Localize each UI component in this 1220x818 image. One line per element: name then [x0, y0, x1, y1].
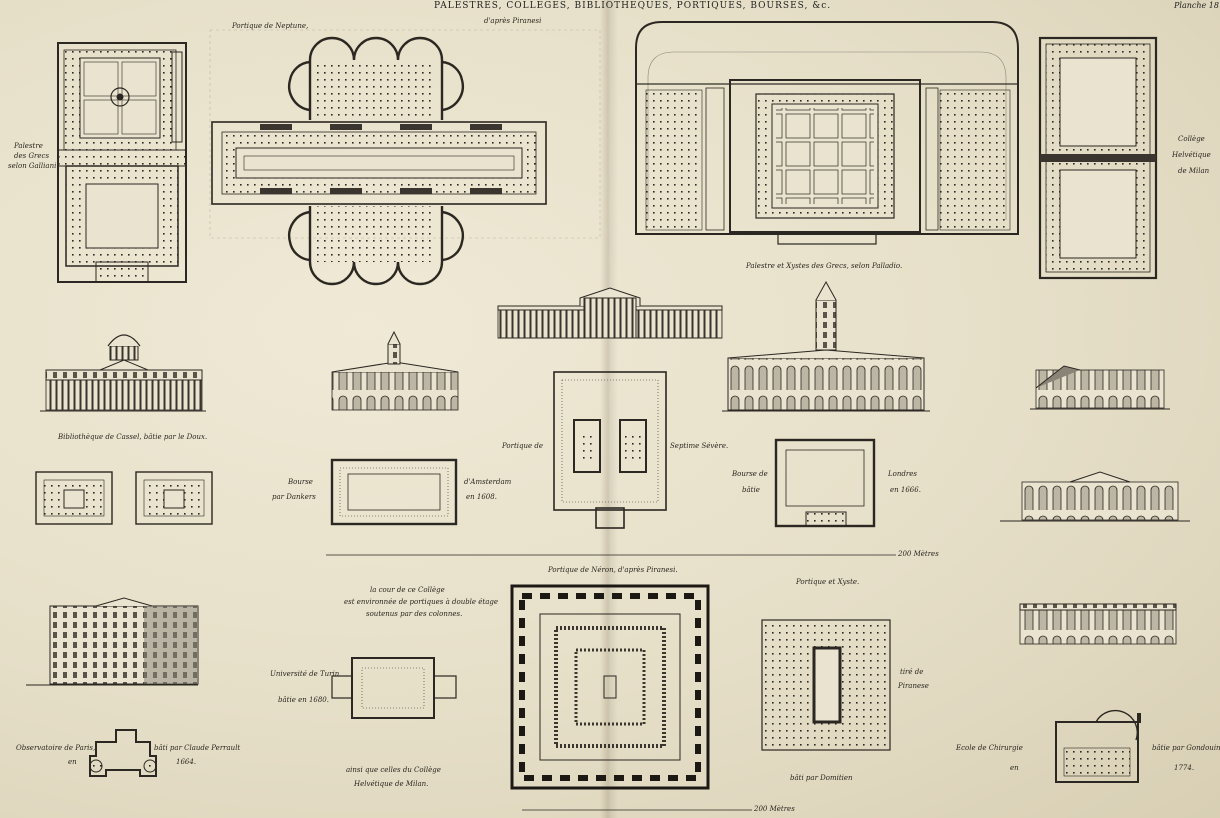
label-bourse-londres-2: bâtie — [742, 486, 760, 494]
label-college-helvetique-1: Collège — [1178, 135, 1205, 143]
elevation-right-lower — [1019, 603, 1177, 645]
label-bourse-londres-4: en 1666. — [890, 486, 921, 494]
elevation-hall-tower-left — [331, 330, 459, 411]
plan-palestre-palladio — [635, 21, 1019, 245]
plan-small-pair — [35, 471, 213, 525]
label-bourse-amsterdam-4: en 1608. — [466, 493, 497, 501]
label-chirurgie-1: Ecole de Chirurgie — [956, 744, 1023, 752]
plan-college-helvetique — [1038, 36, 1158, 280]
label-domitien: bâti par Domitien — [790, 774, 853, 782]
label-scale-top: 200 Mètres — [898, 550, 939, 558]
elevation-right-middle — [1000, 471, 1190, 522]
label-college-helvetique-3: de Milan — [1178, 167, 1210, 175]
elevation-portico-centre — [497, 287, 723, 339]
label-palestre-grecs-3: selon Galliani — [8, 162, 57, 170]
plan-palestre-galliani — [57, 42, 187, 283]
label-turin-1: Université de Turin — [270, 670, 340, 678]
label-milan-2: Helvétique de Milan. — [354, 780, 429, 788]
label-cour-2: est environnée de portiques à double éta… — [344, 598, 499, 606]
elevation-bibliotheque-cassel — [40, 334, 206, 412]
label-cour-1: la cour de ce Collège — [370, 586, 445, 594]
label-bourse-amsterdam-2: par Dankers — [272, 493, 316, 501]
label-observatoire-2: bâti par Claude Perrault — [154, 744, 241, 752]
label-piranese-1: tiré de — [900, 668, 924, 676]
label-septime-severe-2: Septime Sévère. — [670, 442, 729, 450]
label-palestre-palladio: Palestre et Xystes des Grecs, selon Pall… — [746, 262, 903, 270]
plan-septime-severe — [553, 371, 667, 529]
label-cour-3: soutenus par des colonnes. — [366, 610, 463, 618]
label-palestre-grecs-1: Palestre — [14, 142, 43, 150]
plan-portique-xyste — [761, 619, 891, 751]
plan-bourse-amsterdam — [330, 458, 458, 526]
label-piranese-2: Piranese — [898, 682, 929, 690]
plan-portique-neptune — [209, 29, 601, 286]
label-portique-xyste: Portique et Xyste. — [796, 578, 860, 586]
elevation-bourse-londres — [722, 280, 930, 412]
label-palestre-grecs-2: des Grecs — [14, 152, 50, 160]
label-college-helvetique-2: Helvétique — [1172, 151, 1211, 159]
label-chirurgie-3: en — [1010, 764, 1019, 772]
label-apres-piranesi: d'après Piranesi — [484, 17, 542, 25]
label-bourse-amsterdam-1: Bourse — [288, 478, 313, 486]
plan-universite-turin — [331, 657, 457, 719]
plate-number: Planche 18 — [1174, 1, 1219, 10]
plan-observatoire — [89, 729, 157, 777]
label-observatoire-1: Observatoire de Paris, — [16, 744, 96, 752]
label-portique-neron: Portique de Néron, d'après Piranesi. — [548, 566, 678, 574]
elevation-observatoire — [26, 597, 199, 686]
label-observatoire-3: en — [68, 758, 77, 766]
plan-portique-neron — [510, 584, 710, 790]
label-observatoire-4: 1664. — [176, 758, 197, 766]
label-turin-2: bâtie en 1680. — [278, 696, 329, 704]
label-chirurgie-4: 1774. — [1174, 764, 1195, 772]
plate-title: PALESTRES, COLLEGES, BIBLIOTHEQUES, PORT… — [434, 1, 832, 11]
label-bourse-amsterdam-3: d'Amsterdam — [464, 478, 512, 486]
label-bourse-londres-3: Londres — [888, 470, 917, 478]
label-chirurgie-2: bâtie par Gondouin — [1152, 744, 1220, 752]
label-milan-1: ainsi que celles du Collège — [346, 766, 441, 774]
plan-ecole-chirurgie — [1055, 709, 1141, 783]
label-bibliotheque-cassel: Bibliothèque de Cassel, bâtie par le Dou… — [58, 433, 208, 441]
elevation-right-upper — [1030, 365, 1170, 410]
label-portique-neptune: Portique de Neptune, — [232, 22, 309, 30]
label-septime-severe-1: Portique de — [502, 442, 544, 450]
label-bourse-londres-1: Bourse de — [732, 470, 768, 478]
label-scale-bottom: 200 Mètres — [754, 805, 795, 813]
plan-bourse-londres — [774, 438, 876, 528]
